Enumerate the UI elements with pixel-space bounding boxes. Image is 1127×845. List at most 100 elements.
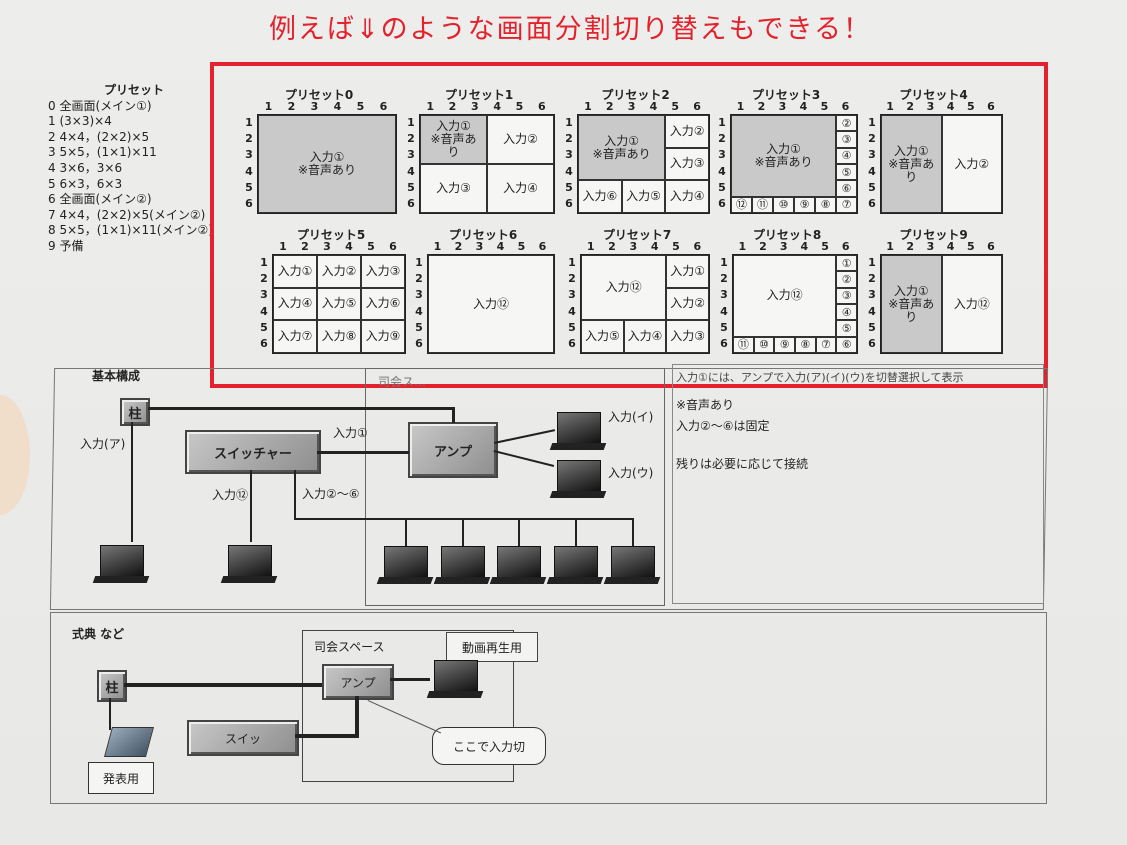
tablet-image bbox=[103, 727, 155, 757]
preset-cell: 入力⑦ bbox=[273, 320, 317, 353]
row-number: 4 bbox=[720, 304, 728, 318]
column-number: 2 bbox=[605, 100, 614, 113]
label-input-1: 入力① bbox=[333, 426, 368, 440]
column-number: 5 bbox=[517, 240, 526, 253]
row-number: 4 bbox=[407, 164, 415, 178]
row-number: 6 bbox=[245, 197, 253, 211]
preset-cell: 入力① bbox=[273, 255, 317, 288]
column-number: 3 bbox=[779, 240, 788, 253]
row-number: 2 bbox=[245, 131, 253, 145]
video-playback-label-box: 動画再生用 bbox=[446, 632, 538, 662]
preset-cell: 入力② bbox=[487, 115, 554, 164]
preset-cell: 入力③ bbox=[420, 164, 487, 213]
preset-cell: ⑦ bbox=[836, 196, 857, 213]
row-number: 5 bbox=[565, 180, 573, 194]
column-number: 3 bbox=[778, 100, 787, 113]
preset-cell: 入力⑫ bbox=[428, 255, 554, 353]
preset-cell: 入力⑫ bbox=[733, 255, 837, 337]
label-input-u: 入力(ウ) bbox=[608, 466, 654, 480]
preset-cell: 入力② bbox=[941, 115, 1002, 213]
preset-title: プリセット6 bbox=[448, 228, 518, 242]
column-number: 3 bbox=[629, 240, 638, 253]
row-number: 4 bbox=[245, 164, 253, 178]
pillar-box: 柱 bbox=[120, 398, 150, 426]
column-number: 5 bbox=[966, 240, 975, 253]
column-number: 6 bbox=[538, 240, 547, 253]
column-number: 3 bbox=[310, 100, 319, 113]
preset-title: プリセット2 bbox=[601, 88, 670, 102]
preset-cell: ④ bbox=[836, 304, 857, 321]
column-number: 1 bbox=[426, 100, 434, 113]
preset-cell: ③ bbox=[836, 131, 857, 148]
switcher-label: スイッチャー bbox=[214, 446, 292, 462]
row-number: 6 bbox=[407, 197, 415, 211]
laptop-input-6 bbox=[603, 546, 661, 586]
column-number: 2 bbox=[301, 240, 309, 253]
row-number: 3 bbox=[565, 148, 573, 162]
row-number: 2 bbox=[407, 131, 415, 145]
row-number: 2 bbox=[565, 131, 573, 145]
laptop-input-u bbox=[549, 460, 607, 500]
row-number: 5 bbox=[568, 320, 576, 334]
callout-bubble: ここで入力切 bbox=[432, 727, 546, 765]
switcher-box: スイッチャー bbox=[185, 430, 321, 474]
label-input-a: 入力(ア) bbox=[80, 437, 126, 451]
row-number: 3 bbox=[260, 288, 268, 302]
preset-list-title: プリセット bbox=[104, 83, 165, 97]
column-number: 4 bbox=[650, 240, 659, 253]
preset-cell: 入力⑫ bbox=[941, 255, 1002, 353]
column-number: 5 bbox=[820, 100, 829, 113]
preset-cell: ⑤ bbox=[836, 164, 857, 181]
row-number: 3 bbox=[407, 148, 415, 162]
column-number: 1 bbox=[584, 100, 592, 113]
laptop-input-5 bbox=[546, 546, 604, 586]
preset-cell: 入力⑨ bbox=[361, 320, 405, 353]
preset-cell: 入力⑥ bbox=[361, 287, 405, 321]
column-number: 3 bbox=[926, 240, 935, 253]
row-number: 5 bbox=[718, 180, 726, 194]
row-number: 4 bbox=[718, 164, 726, 178]
laptop-input-a bbox=[92, 545, 150, 585]
column-number: 2 bbox=[608, 240, 616, 253]
row-number: 6 bbox=[415, 337, 423, 351]
ceremony-video-laptop bbox=[426, 660, 484, 700]
preset-list-item: 4 3×6，3×6 bbox=[48, 160, 123, 175]
column-number: 2 bbox=[757, 100, 766, 113]
cable-drop-4 bbox=[575, 518, 577, 546]
row-number: 2 bbox=[868, 131, 876, 145]
preset-cell: 入力④ bbox=[665, 180, 709, 213]
preset-list-item: 6 全画面(メイン②) bbox=[48, 192, 152, 207]
preset-cell: 入力④ bbox=[273, 287, 317, 321]
preset-screen: 入力①※音声あり bbox=[257, 114, 397, 214]
preset-cell: 入力⑫ bbox=[581, 255, 667, 321]
row-number: 4 bbox=[868, 304, 876, 318]
note-line-1: 入力①には、アンプで入力(ア)(イ)(ウ)を切替選択して表示 bbox=[676, 371, 964, 383]
preset-list-item: 8 5×5，(1×1)×11(メイン②) bbox=[48, 223, 213, 238]
row-number: 4 bbox=[868, 164, 876, 178]
callout-text: ここで入力切 bbox=[452, 739, 525, 754]
column-number: 2 bbox=[906, 100, 915, 113]
preset-cell: 入力⑥ bbox=[578, 180, 622, 213]
cable-switcher-amp bbox=[317, 451, 409, 454]
preset-cell: 入力⑤ bbox=[317, 287, 361, 321]
column-number: 4 bbox=[496, 240, 505, 253]
column-number: 1 bbox=[738, 240, 747, 253]
row-number: 1 bbox=[868, 115, 876, 129]
row-number: 2 bbox=[415, 271, 423, 285]
preset-cell: 入力③ bbox=[665, 147, 709, 181]
preset-cell: 入力② bbox=[666, 287, 709, 321]
row-number: 6 bbox=[260, 337, 268, 351]
